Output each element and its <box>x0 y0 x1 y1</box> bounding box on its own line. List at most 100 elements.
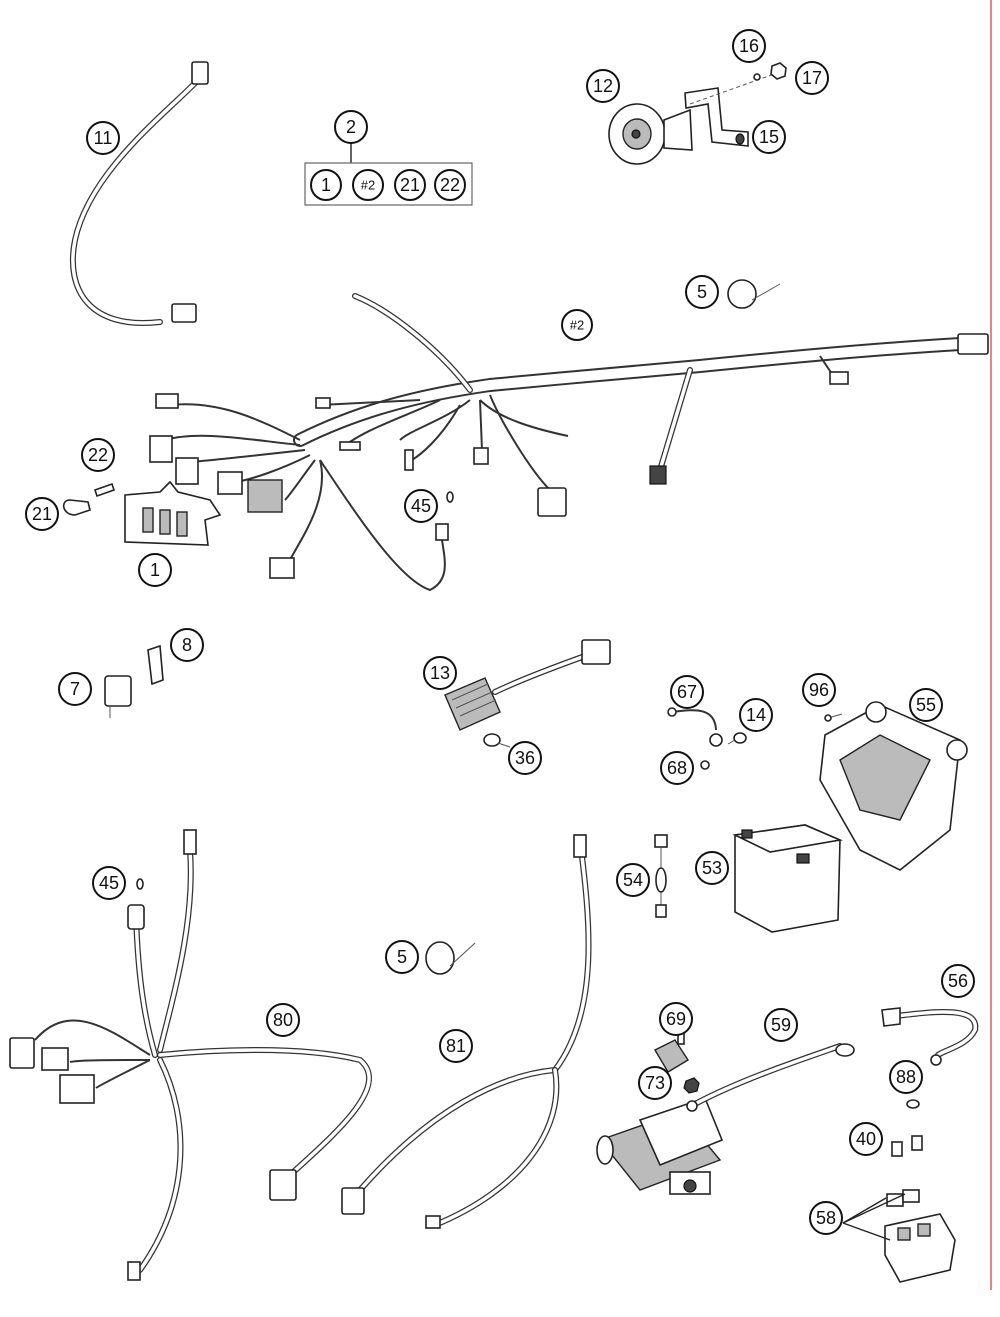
bulb-45-bottom <box>136 878 144 890</box>
svg-text:55: 55 <box>916 695 936 715</box>
callout-1: 1 <box>138 553 172 587</box>
mounting-plate-1 <box>124 480 222 546</box>
main-harness-2 <box>149 293 989 592</box>
washer-68 <box>700 760 710 770</box>
svg-text:69: 69 <box>666 1009 686 1029</box>
svg-text:54: 54 <box>623 870 643 890</box>
screw-88 <box>906 1099 920 1109</box>
svg-text:81: 81 <box>446 1036 466 1056</box>
callout-96: 96 <box>802 673 836 707</box>
starter-relay-58 <box>842 1189 956 1283</box>
callout-22-in-kit: 22 <box>434 169 466 201</box>
screw-96 <box>824 713 843 722</box>
callout-36: 36 <box>508 741 542 775</box>
cable-56 <box>881 1007 979 1066</box>
svg-text:80: 80 <box>273 1010 293 1030</box>
harness-80 <box>9 829 373 1281</box>
starter-motor <box>596 1097 724 1195</box>
svg-text:73: 73 <box>645 1073 665 1093</box>
horn-12 <box>608 103 693 165</box>
fuses-40 <box>891 1135 923 1157</box>
callout-54: 54 <box>616 863 650 897</box>
svg-text:2: 2 <box>346 117 356 137</box>
svg-text:8: 8 <box>182 635 192 655</box>
battery-53 <box>732 824 843 933</box>
horn-bracket-15 <box>684 87 749 147</box>
svg-text:67: 67 <box>677 682 697 702</box>
callout-21: 21 <box>25 497 59 531</box>
callout-5-bottom: 5 <box>385 940 419 974</box>
plate-8 <box>147 644 164 686</box>
clip-21 <box>62 499 91 516</box>
callout-59: 59 <box>764 1008 798 1042</box>
svg-text:17: 17 <box>802 68 822 88</box>
svg-text:58: 58 <box>816 1208 836 1228</box>
battery-strap-54 <box>654 834 668 918</box>
svg-text:#2: #2 <box>570 318 584 333</box>
callout-21-in-kit: 21 <box>394 169 426 201</box>
svg-text:59: 59 <box>771 1015 791 1035</box>
svg-text:7: 7 <box>70 679 80 699</box>
callout-67: 67 <box>670 675 704 709</box>
callout-13: 13 <box>423 656 457 690</box>
svg-text:56: 56 <box>948 971 968 991</box>
callout-harness-2: #2 <box>561 309 593 341</box>
svg-text:5: 5 <box>697 282 707 302</box>
callout-11: 11 <box>86 121 120 155</box>
callout-40: 40 <box>849 1122 883 1156</box>
relay-7 <box>104 675 132 718</box>
svg-text:#2: #2 <box>361 178 375 193</box>
svg-text:40: 40 <box>856 1129 876 1149</box>
svg-text:68: 68 <box>667 758 687 778</box>
callout-73: 73 <box>638 1066 672 1100</box>
svg-text:96: 96 <box>809 680 829 700</box>
callout-8: 8 <box>170 628 204 662</box>
part-11-cable <box>69 61 209 327</box>
svg-text:11: 11 <box>94 128 113 148</box>
callout-53: 53 <box>695 851 729 885</box>
callout-7: 7 <box>58 672 92 706</box>
callout-45-top: 45 <box>404 489 438 523</box>
bolt-22 <box>93 482 116 498</box>
callout-16: 16 <box>732 29 766 63</box>
callout-12: 12 <box>586 69 620 103</box>
svg-text:12: 12 <box>593 76 613 96</box>
nut-17 <box>770 62 787 80</box>
bulb-45-top <box>446 491 454 503</box>
callout-56: 56 <box>941 964 975 998</box>
callout-68: 68 <box>660 751 694 785</box>
svg-text:5: 5 <box>397 947 407 967</box>
callout-69: 69 <box>659 1002 693 1036</box>
callout-1-in-kit: 1 <box>310 169 342 201</box>
svg-text:21: 21 <box>32 504 52 524</box>
svg-text:45: 45 <box>411 496 431 516</box>
svg-text:53: 53 <box>702 858 722 878</box>
svg-text:21: 21 <box>400 175 420 195</box>
callout-14: 14 <box>739 698 773 732</box>
cable-tie-5-bottom <box>425 941 476 975</box>
callout-80: 80 <box>266 1003 300 1037</box>
callout-22: 22 <box>81 438 115 472</box>
callout-58: 58 <box>809 1201 843 1235</box>
battery-box-55 <box>819 701 968 871</box>
nut-73 <box>683 1077 700 1094</box>
svg-text:1: 1 <box>321 175 331 195</box>
screw-14 <box>727 732 747 745</box>
callout-45-bottom: 45 <box>92 866 126 900</box>
callout-88: 88 <box>889 1060 923 1094</box>
cable-tie-5-top <box>727 279 781 309</box>
svg-text:15: 15 <box>759 127 779 147</box>
starter-cable-59 <box>686 1043 855 1112</box>
voltage-regulator-13 <box>444 639 611 731</box>
svg-text:36: 36 <box>515 748 535 768</box>
svg-text:45: 45 <box>99 873 119 893</box>
svg-text:22: 22 <box>88 445 108 465</box>
svg-text:88: 88 <box>896 1067 916 1087</box>
callout-81: 81 <box>439 1029 473 1063</box>
terminal-cap-69 <box>654 1029 689 1073</box>
bolt-36 <box>483 733 511 748</box>
svg-text:1: 1 <box>150 560 160 580</box>
svg-text:16: 16 <box>739 36 759 56</box>
svg-text:22: 22 <box>440 175 460 195</box>
